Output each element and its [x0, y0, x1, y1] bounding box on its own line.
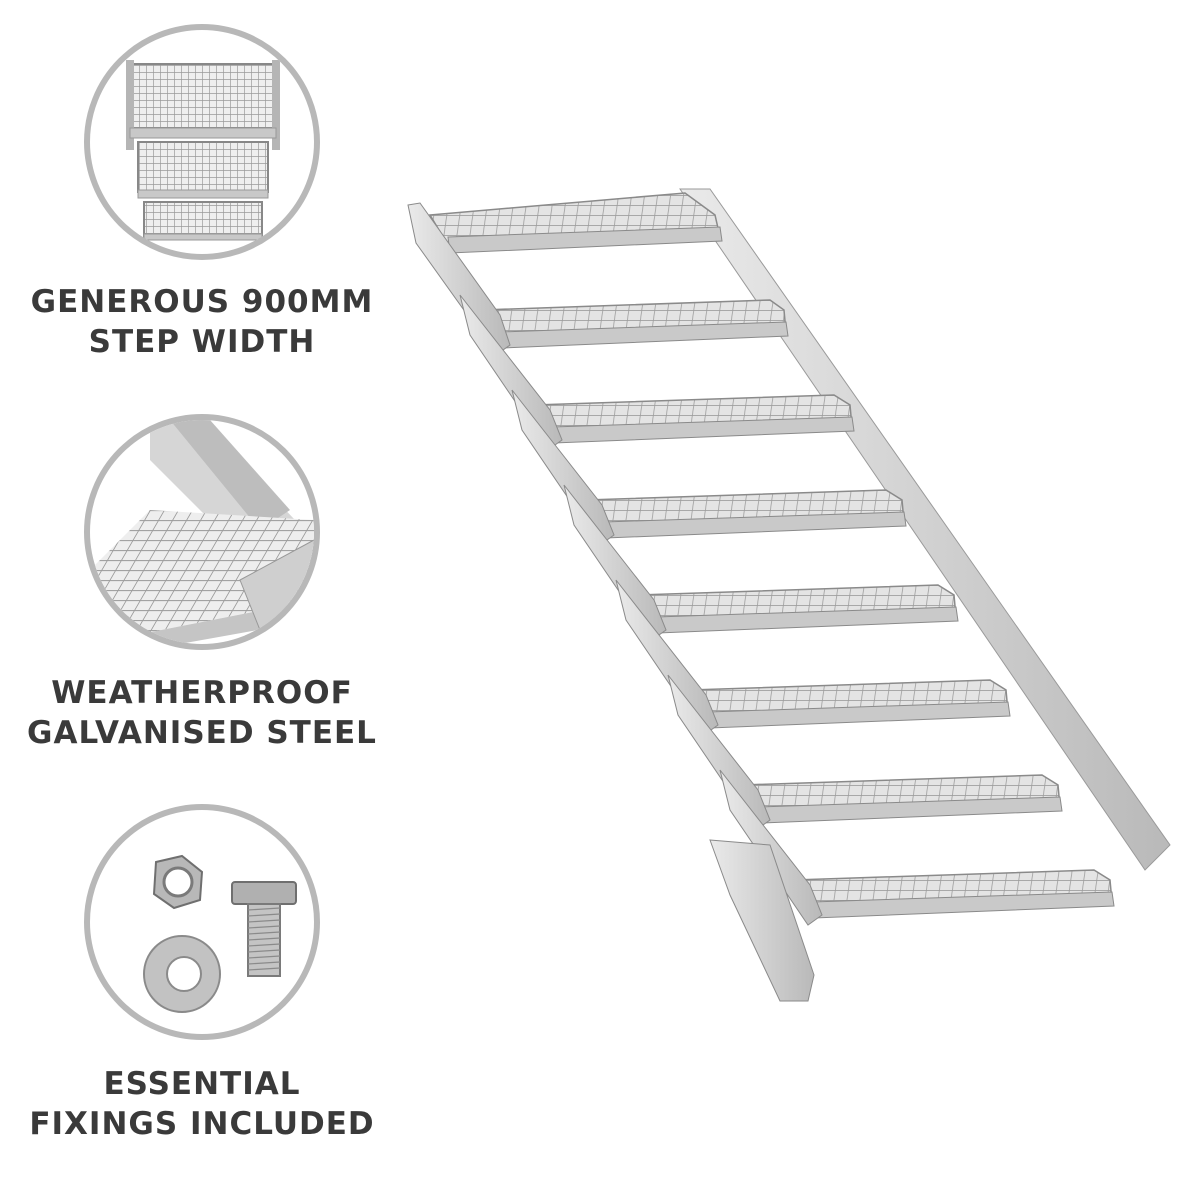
left-stringer	[407, 202, 823, 1002]
stair-treads	[428, 192, 1115, 919]
feature-caption-step-width: GENEROUS 900MM STEP WIDTH	[0, 282, 404, 362]
caption-line-1: WEATHERPROOF	[51, 675, 353, 711]
caption-line-2: GALVANISED STEEL	[27, 715, 377, 751]
feature-circle-step-width	[84, 24, 320, 260]
feature-circle-galvanised	[84, 414, 320, 650]
staircase-icon	[407, 188, 1171, 1002]
feature-caption-galvanised: WEATHERPROOF GALVANISED STEEL	[0, 673, 404, 753]
staircase-product-image	[400, 175, 1180, 1039]
feature-circle-fixings	[84, 804, 320, 1040]
feature-caption-fixings: ESSENTIAL FIXINGS INCLUDED	[0, 1064, 404, 1144]
caption-line-1: GENEROUS 900MM	[30, 284, 374, 320]
caption-line-2: STEP WIDTH	[88, 324, 316, 360]
bolt-nut-washer-icon	[143, 854, 297, 1013]
grating-closeup-icon	[90, 420, 314, 644]
caption-line-1: ESSENTIAL	[103, 1066, 301, 1102]
nut-icon	[152, 854, 204, 910]
bolt-icon	[231, 881, 297, 977]
caption-line-2: FIXINGS INCLUDED	[29, 1106, 375, 1142]
stair-top-view-icon	[126, 60, 280, 241]
washer-icon	[143, 935, 221, 1013]
